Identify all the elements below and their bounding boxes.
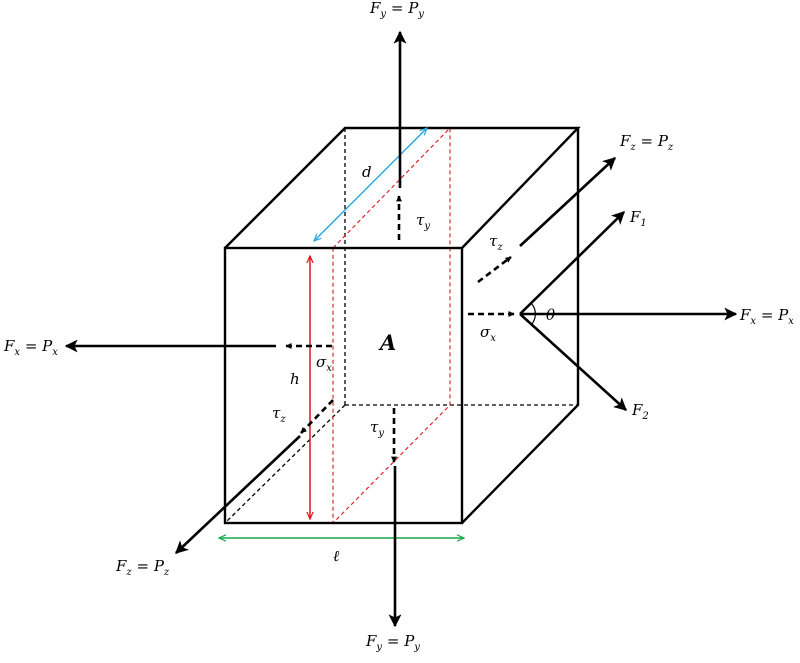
label-tau-z-front: τz [272, 404, 286, 425]
theta-arc [530, 302, 536, 326]
label-fx-right: Fx = Px [739, 306, 794, 327]
label-depth: d [362, 163, 372, 181]
label-theta: θ [546, 306, 555, 324]
label-fz-top-right: Fz = Pz [619, 132, 674, 153]
label-sigma-x-right: σx [480, 323, 496, 344]
label-height: h [290, 370, 300, 388]
label-tau-z-back: τz [489, 232, 503, 253]
label-length: ℓ [333, 547, 339, 565]
force-arrow-fz-front [175, 435, 301, 554]
label-tau-y-top: τy [416, 211, 430, 232]
cube [223, 126, 581, 525]
depth-dimension [314, 128, 427, 241]
label-fz-bottom-left: Fz = Pz [115, 557, 170, 578]
hidden-edges [224, 128, 578, 524]
section-plane [332, 126, 451, 525]
force-arrow-fz-back [519, 157, 616, 247]
label-f1: F1 [629, 208, 647, 229]
force-arrow-f1 [519, 211, 625, 315]
label-sigma-x-left: σx [316, 353, 332, 374]
label-fx-left: Fx = Px [3, 337, 58, 358]
label-tau-y-bottom: τy [370, 418, 384, 439]
label-area: A [378, 330, 396, 355]
force-arrow-f2 [519, 313, 627, 411]
stress-arrow-tau-z-back [477, 255, 512, 284]
label-fy-bottom: Fy = Py [365, 632, 420, 653]
stress-arrow-tau-z-front [300, 399, 334, 434]
label-fy-top: Fy = Py [369, 0, 424, 20]
label-f2: F2 [631, 401, 649, 422]
